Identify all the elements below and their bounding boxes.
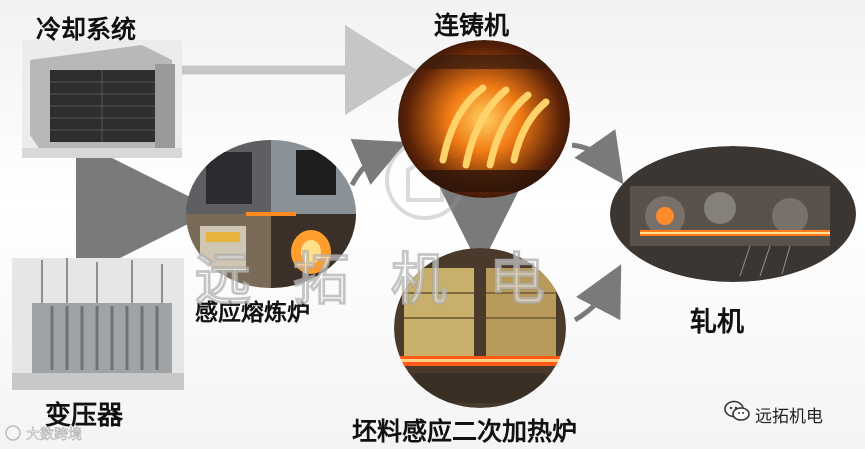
credit-right-text: 远拓机电 — [755, 402, 823, 427]
wechat-icon — [724, 400, 750, 422]
transformer-image — [12, 258, 184, 390]
label-continuous-caster: 连铸机 — [434, 6, 509, 42]
cooling-system-image — [22, 40, 182, 158]
label-reheating-furnace: 坯料感应二次加热炉 — [352, 412, 577, 448]
copyright-circle-icon — [4, 424, 22, 442]
watermark-text: 远拓机电 — [195, 235, 587, 316]
arrow-furnace-to-caster — [352, 150, 388, 185]
label-rolling-mill: 轧机 — [690, 300, 744, 339]
arrow-caster-to-mill — [572, 145, 612, 168]
label-cooling-system: 冷却系统 — [36, 10, 136, 46]
credit-left-text: 大数跨境 — [26, 424, 82, 444]
rolling-mill-image — [610, 146, 856, 282]
continuous-caster-image — [398, 40, 570, 198]
